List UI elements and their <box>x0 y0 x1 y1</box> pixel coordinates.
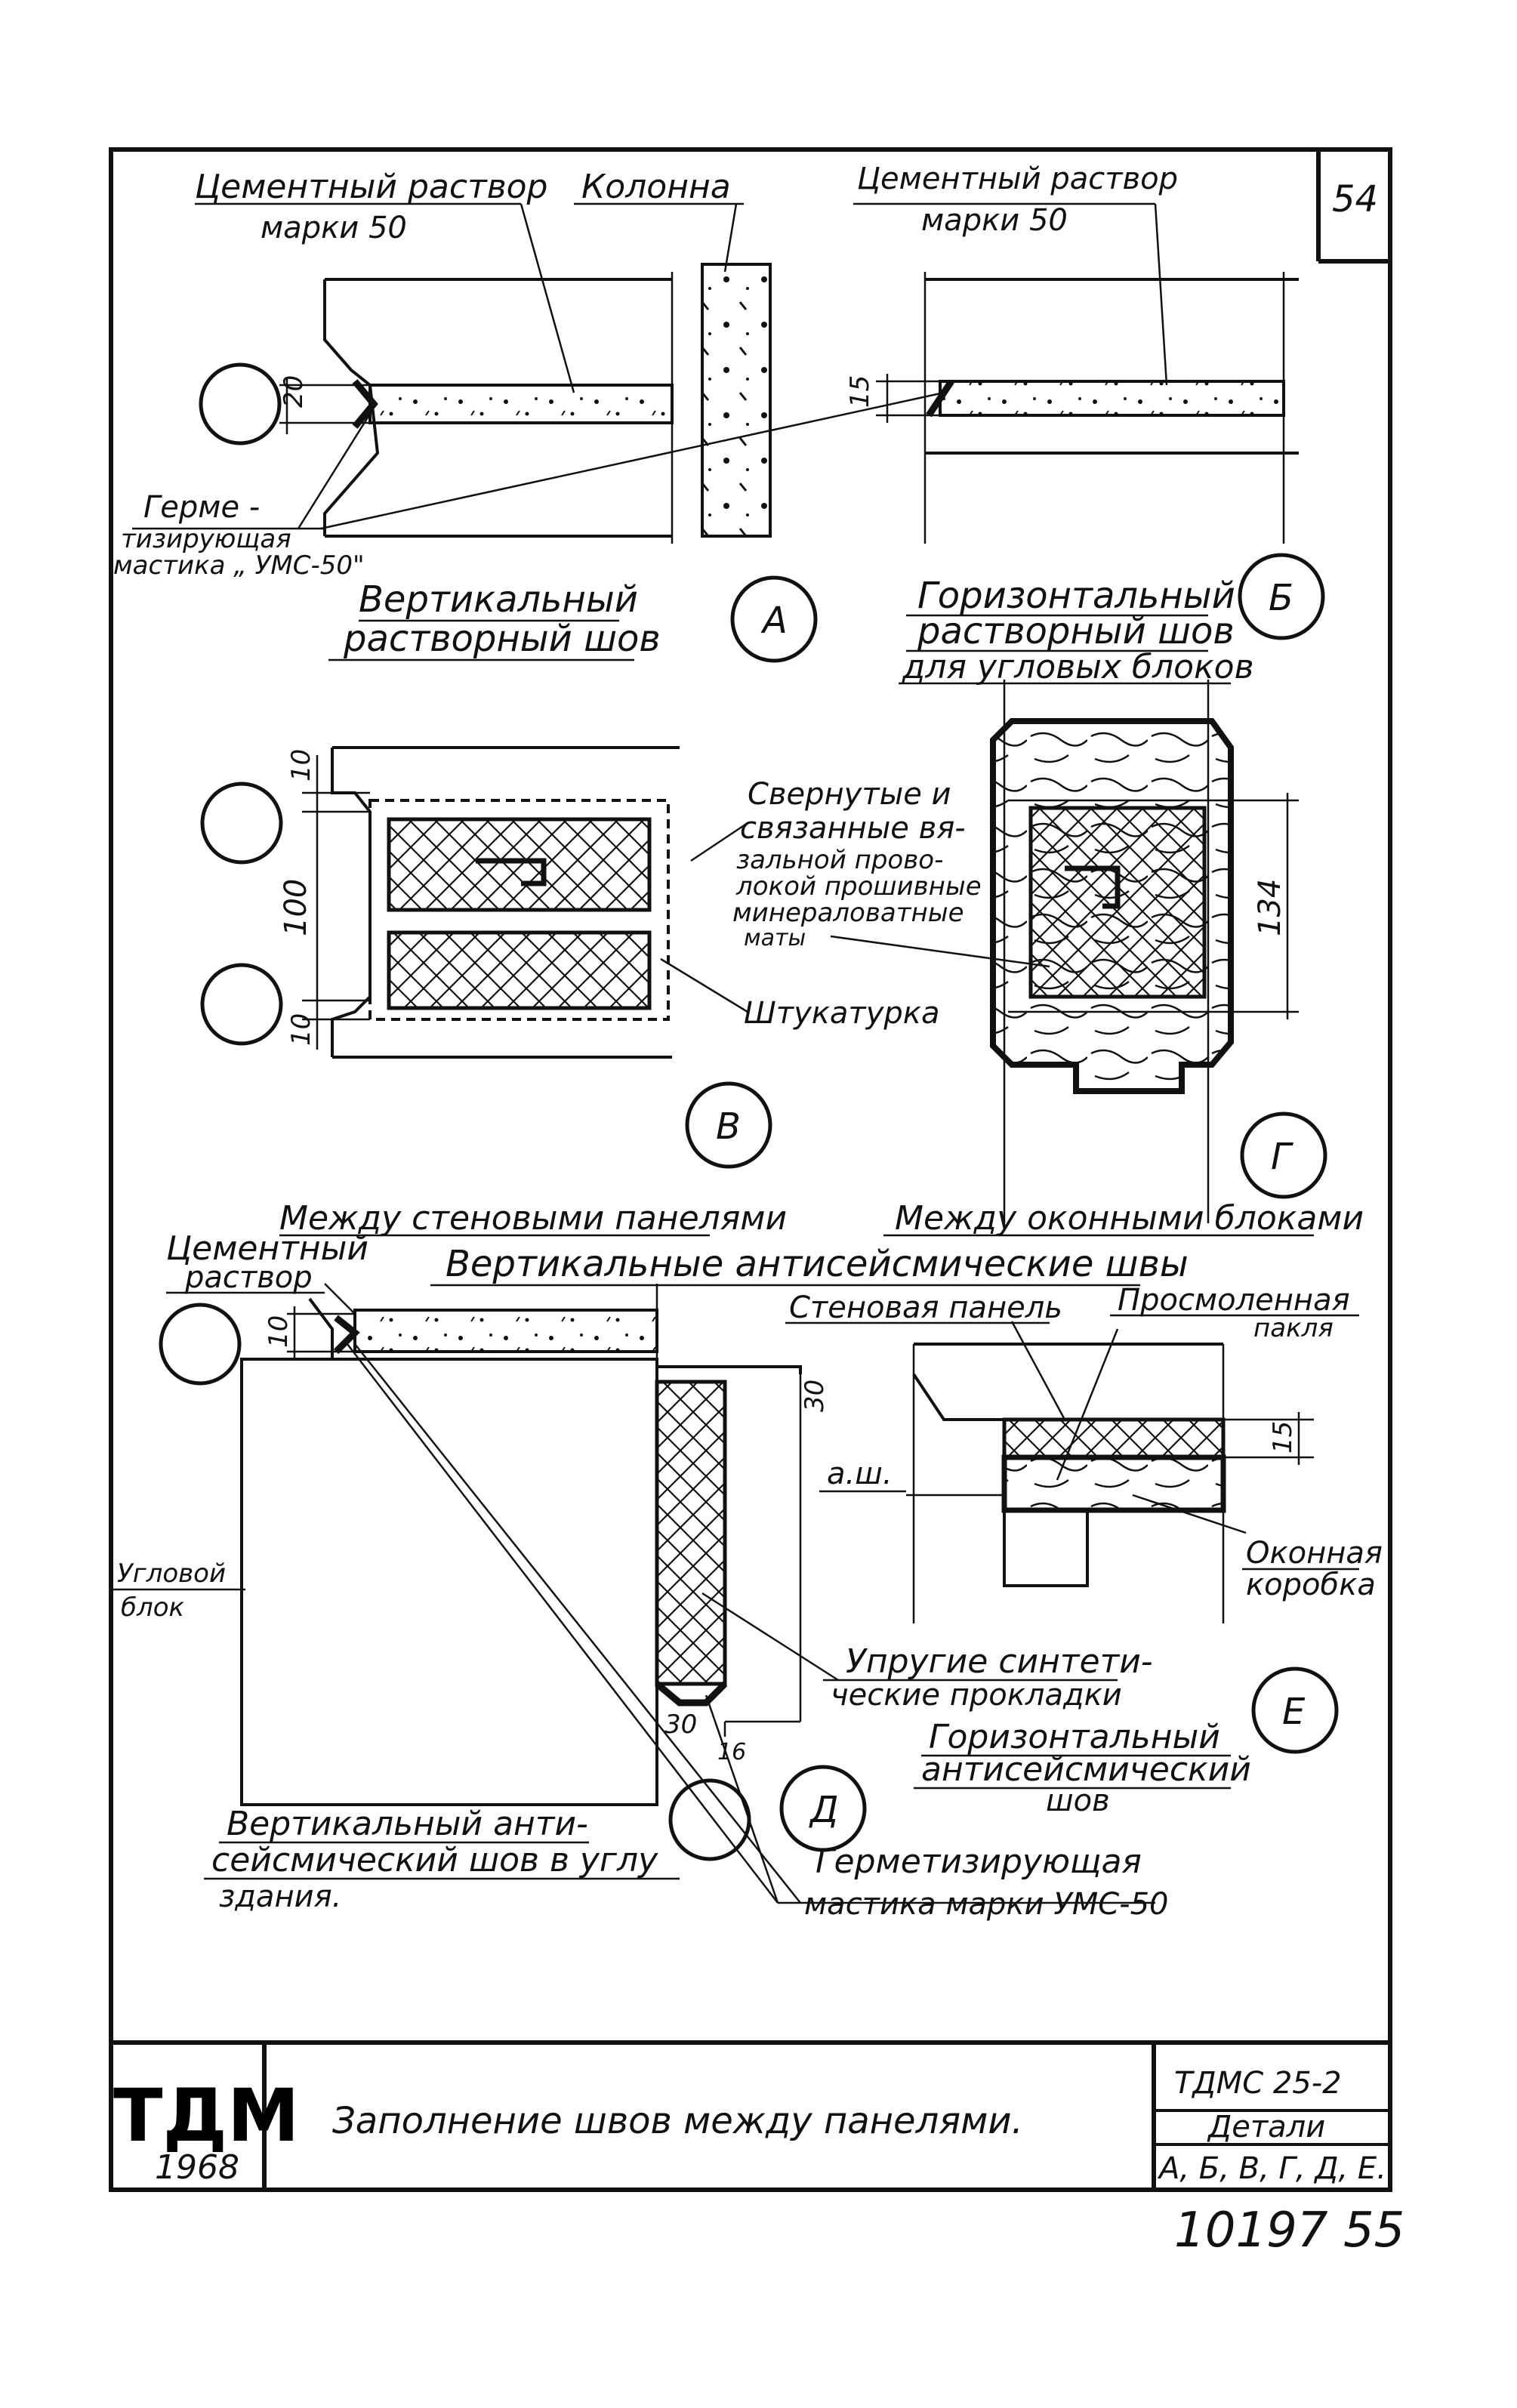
title-block <box>111 2040 1390 2190</box>
callout-circle-v1 <box>200 782 283 865</box>
label-corner-block-2: блок <box>121 1592 185 1623</box>
title-a-1: Вертикальный <box>359 578 638 621</box>
label-sealant-3: мастика „ УМС-50" <box>113 550 365 581</box>
label-wall-panel: Стеновая панель <box>789 1290 1062 1325</box>
marker-v: В <box>716 1105 741 1148</box>
sheet-frame <box>109 147 1392 2192</box>
label-cement-mortar-a: Цементный раствор <box>195 168 547 206</box>
label-window-box-1: Оконная <box>1246 1536 1383 1571</box>
detail-b: 15 <box>845 202 1325 640</box>
label-sealant-1: Герме - <box>143 490 260 525</box>
label-rolled-1: Свернутые и <box>748 777 951 812</box>
detail-d: 10 30 30 16 <box>159 1283 867 1904</box>
label-tow-2: пакля <box>1253 1313 1334 1343</box>
heading-vertical-seismic: Вертикальные антисейсмические швы <box>446 1243 1189 1285</box>
label-sealant-d-1: Герметизирующая <box>816 1842 1142 1881</box>
label-sealant-2: тизирующая <box>121 524 291 554</box>
dim-a-20: 20 <box>279 375 309 408</box>
label-rolled-6: маты <box>744 925 806 951</box>
label-aw: а.ш. <box>827 1457 893 1491</box>
dim-v-10b: 10 <box>286 1013 316 1046</box>
label-cement-d-1: Цементный <box>166 1229 368 1268</box>
title-d-2: сейсмический шов в углу <box>211 1841 658 1879</box>
marker-circle-v <box>685 1081 772 1169</box>
label-column: Колонна <box>581 168 731 206</box>
dim-d-10: 10 <box>264 1315 294 1348</box>
detail-v: 10 100 10 <box>200 746 1050 1169</box>
title-b-2: растворный шов <box>917 610 1235 652</box>
dim-v-10a: 10 <box>286 749 316 782</box>
drawing-title: Заполнение швов между панелями. <box>332 2100 1023 2142</box>
sheet-number: 54 <box>1332 178 1378 220</box>
title-d-3: здания. <box>219 1879 341 1914</box>
label-elastic-2: ческие прокладки <box>831 1678 1122 1713</box>
label-cement-d-2: раствор <box>184 1260 313 1295</box>
dim-b-15: 15 <box>845 375 875 408</box>
label-between-windows: Между оконными блоками <box>895 1199 1364 1238</box>
label-window-box-2: коробка <box>1246 1568 1376 1602</box>
dim-g-134: 134 <box>1253 879 1287 936</box>
title-a-2: растворный шов <box>343 618 661 660</box>
label-rolled-3: зальной прово- <box>736 845 943 875</box>
details-label: Детали <box>1207 2110 1325 2144</box>
label-grade50-b: марки 50 <box>921 203 1068 238</box>
marker-a: А <box>760 600 788 642</box>
marker-b: Б <box>1269 577 1293 619</box>
marker-g: Г <box>1271 1136 1293 1178</box>
detail-g: 134 <box>990 680 1327 1223</box>
details-list: А, Б, В, Г, Д, Е. <box>1157 2151 1386 2186</box>
label-rolled-2: связанные вя- <box>740 811 966 846</box>
callout-circle-d2 <box>668 1778 751 1861</box>
label-tow-1: Просмоленная <box>1118 1283 1350 1318</box>
title-e-3: шов <box>1046 1784 1110 1818</box>
callout-circle-a1 <box>199 362 282 446</box>
org-stamp: ТДМ <box>113 2073 300 2158</box>
label-between-panels: Между стеновыми панелями <box>279 1199 787 1238</box>
marker-circle-b <box>1238 553 1325 640</box>
title-d-1: Вертикальный анти- <box>227 1805 588 1843</box>
label-rolled-5: минераловатные <box>732 898 964 928</box>
page-code: 10197 55 <box>1174 2203 1404 2258</box>
detail-a: 20 <box>132 202 945 663</box>
label-sealant-d-2: мастика марки УМС-50 <box>804 1887 1168 1922</box>
callout-circle-v2 <box>200 963 283 1046</box>
title-b-3: для угловых блоков <box>902 648 1254 686</box>
label-elastic-1: Упругие синтети- <box>846 1642 1153 1681</box>
dim-d-30b: 30 <box>664 1710 697 1740</box>
label-cement-mortar-b: Цементный раствор <box>857 162 1178 196</box>
detail-e: 15 <box>906 1321 1339 1754</box>
marker-circle-e <box>1251 1666 1339 1754</box>
label-corner-block-1: Угловой <box>117 1559 226 1589</box>
callout-circle-d1 <box>159 1303 242 1386</box>
marker-circle-a <box>730 575 818 663</box>
sheet-code: ТДМС 25-2 <box>1174 2066 1342 2101</box>
dim-d-30a: 30 <box>800 1380 830 1412</box>
label-rolled-4: локой прошивные <box>735 871 982 902</box>
title-e-1: Горизонтальный <box>929 1718 1220 1756</box>
dim-v-100: 100 <box>279 879 313 936</box>
label-plaster: Штукатурка <box>744 996 939 1031</box>
marker-e: Е <box>1282 1691 1306 1733</box>
title-b-1: Горизонтальный <box>917 575 1235 617</box>
marker-circle-d <box>779 1765 867 1852</box>
label-grade50-a: марки 50 <box>261 211 407 245</box>
dim-e-15: 15 <box>1268 1421 1298 1454</box>
marker-d: Д <box>809 1789 839 1831</box>
marker-circle-g <box>1240 1112 1327 1199</box>
year: 1968 <box>155 2148 239 2187</box>
title-e-2: антисейсмический <box>921 1750 1251 1789</box>
